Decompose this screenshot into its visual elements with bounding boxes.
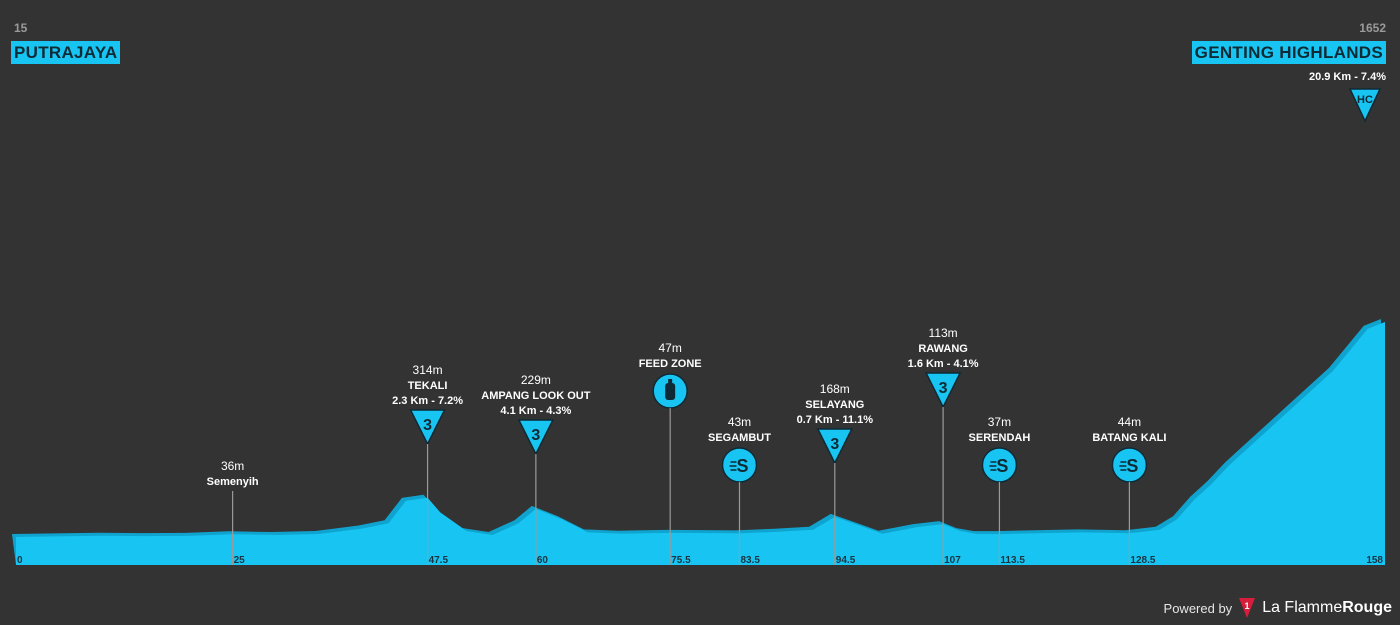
kom-climb-icon	[517, 419, 555, 456]
marker-name: TEKALI	[408, 380, 448, 392]
marker-elevation: 36m	[221, 459, 244, 473]
speed-lines	[989, 461, 997, 471]
km-tick-label: 47.5	[429, 555, 449, 566]
km-tick-label: 107	[944, 555, 961, 566]
sprint-symbol: S	[996, 456, 1008, 476]
marker-name: SEGAMBUT	[708, 432, 771, 444]
marker-name: SERENDAH	[969, 432, 1031, 444]
marker-elevation: 43m	[728, 415, 751, 429]
kom-climb-icon	[924, 372, 962, 409]
hc-climb-icon: HC	[1348, 88, 1382, 123]
start-name-label: PUTRAJAYA	[11, 41, 121, 64]
marker-name: SELAYANG	[805, 399, 864, 411]
km-tick-label: 113.5	[1000, 555, 1025, 566]
km-tick-label: 94.5	[836, 555, 856, 566]
marker-name: FEED ZONE	[639, 358, 702, 370]
climb-category-label: 3	[939, 380, 948, 397]
finish-elevation: 1652	[1359, 21, 1386, 35]
flamme-rouge-logo-icon: 1	[1239, 598, 1256, 618]
speed-lines	[729, 461, 737, 471]
marker-name: Semenyih	[207, 476, 259, 488]
climb-category-label: 3	[423, 417, 432, 434]
powered-by-text: Powered by	[1163, 600, 1233, 616]
marker-climb-detail: 0.7 Km - 11.1%	[797, 414, 874, 426]
marker-climb-detail: 2.3 Km - 7.2%	[392, 395, 463, 407]
powered-by-footer: Powered by 1 La FlammeRouge	[1164, 597, 1392, 619]
sprint-symbol: S	[736, 456, 748, 476]
km-tick-label: 25	[234, 555, 246, 566]
km-tick-label: 0	[17, 555, 23, 566]
marker-climb-detail: 1.6 Km - 4.1%	[908, 358, 979, 370]
profile-area	[16, 322, 1385, 565]
marker-elevation: 47m	[659, 341, 682, 355]
marker-elevation: 229m	[521, 373, 551, 387]
kom-climb-icon	[816, 428, 854, 465]
hc-category-label: HC	[1357, 94, 1373, 106]
bottle-body	[665, 383, 676, 400]
climb-category-label: 3	[531, 427, 540, 444]
marker-elevation: 44m	[1118, 415, 1141, 429]
km-tick-label: 128.5	[1130, 555, 1155, 566]
brand-name: La FlammeRouge	[1262, 599, 1392, 616]
km-tick-label: 75.5	[671, 555, 691, 566]
marker-name: AMPANG LOOK OUT	[481, 390, 590, 402]
finish-name-label: GENTING HIGHLANDS	[1191, 41, 1386, 64]
km-tick-label: 83.5	[740, 555, 760, 566]
svg-text:1: 1	[1245, 601, 1250, 611]
marker-elevation: 314m	[413, 363, 443, 377]
marker-name: RAWANG	[918, 343, 968, 355]
kom-climb-icon	[409, 409, 446, 446]
climb-category-label: 3	[830, 436, 839, 453]
km-tick-label: 158	[1366, 555, 1383, 566]
km-tick-label: 60	[537, 555, 549, 566]
marker-elevation: 37m	[988, 415, 1011, 429]
start-elevation: 15	[14, 21, 28, 35]
sprint-symbol: S	[1126, 456, 1138, 476]
profile-layer	[12, 319, 1385, 565]
tick-layer: 0 25 47.5 60 75.5 83.5 94.5 107 113.5 128.5 158	[17, 555, 1383, 566]
marker-climb-detail: 4.1 Km - 4.3%	[500, 405, 571, 417]
marker-elevation: 113m	[929, 326, 958, 340]
marker-elevation: 168m	[820, 382, 850, 396]
finish-climb-detail: 20.9 Km - 7.4%	[1308, 71, 1386, 83]
bottle-cap	[668, 379, 673, 384]
speed-lines	[1119, 461, 1127, 471]
marker-name: BATANG KALI	[1092, 432, 1166, 444]
